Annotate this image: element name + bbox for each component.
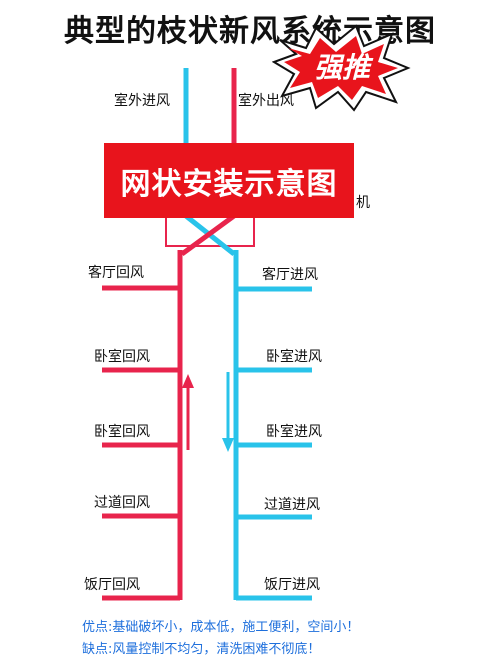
starburst-icon <box>271 24 411 112</box>
return-label: 卧室回风 <box>94 349 150 365</box>
supply-label: 客厅进风 <box>262 267 318 283</box>
supply-label: 饭厅进风 <box>264 577 320 593</box>
badge-text: 强推 <box>313 51 370 84</box>
pros-note: 优点:基础破坏小，成本低，施工便利，空间小！ <box>82 620 360 635</box>
return-label: 过道回风 <box>94 495 150 511</box>
return-label: 客厅回风 <box>88 265 144 281</box>
recommend-badge: 强推 <box>271 22 412 112</box>
return-flow-arrow <box>182 374 194 450</box>
cons-note: 缺点:风量控制不均匀，清洗困难不彻底！ <box>82 642 321 657</box>
outdoor-inlet-label: 室外进风 <box>114 93 170 109</box>
supply-label: 卧室进风 <box>266 349 322 365</box>
supply-label: 卧室进风 <box>266 424 322 440</box>
mesh-install-banner: 网状安装示意图 <box>104 143 354 218</box>
return-label: 卧室回风 <box>94 424 150 440</box>
supply-flow-arrow <box>222 372 234 452</box>
machine-label-partial: 机 <box>356 195 370 211</box>
return-label: 饭厅回风 <box>84 577 140 593</box>
outdoor-outlet-label: 室外出风 <box>238 93 294 109</box>
supply-label: 过道进风 <box>264 497 320 513</box>
